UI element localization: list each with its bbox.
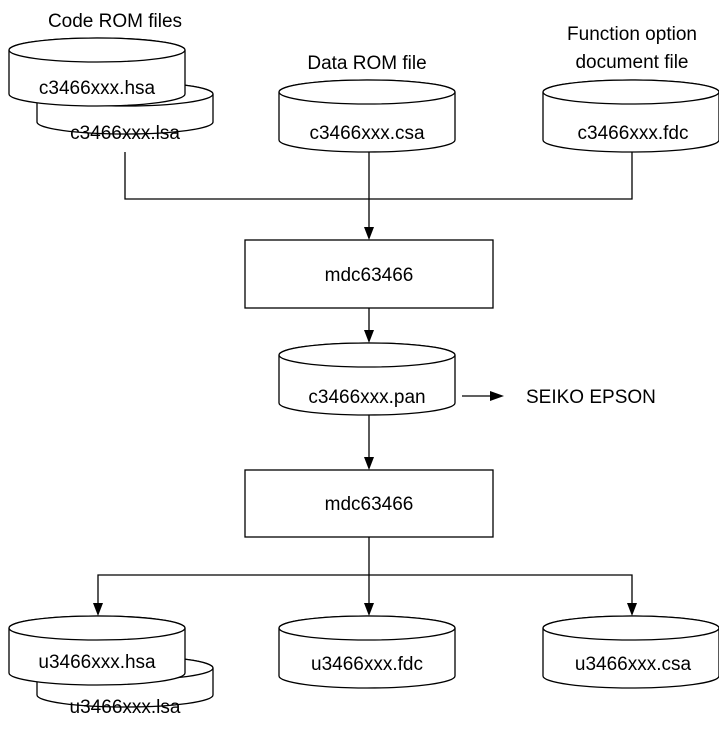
arrowhead-icon	[93, 603, 103, 616]
split-connector	[97, 574, 633, 605]
function-option-caption-line-2: document file	[575, 52, 688, 73]
disk-file-label: u3466xxx.fdc	[311, 654, 423, 675]
process-box-1: mdc63466	[244, 239, 494, 309]
disk-file-label: u3466xxx.csa	[575, 654, 692, 675]
code-rom-files-caption: Code ROM files	[48, 11, 182, 32]
disk-file-u-fdc: u3466xxx.fdc	[278, 615, 456, 689]
disk-file-label: u3466xxx.hsa	[38, 652, 156, 673]
data-rom-file-caption: Data ROM file	[307, 53, 426, 74]
disk-file-c-fdc: c3466xxx.fdc	[542, 79, 719, 153]
process-label: mdc63466	[325, 265, 414, 286]
disk-file-c-pan: c3466xxx.pan	[278, 342, 456, 416]
arrowhead-icon	[364, 457, 374, 470]
disk-file-u-hsa: u3466xxx.hsa	[8, 615, 186, 686]
arrowhead-icon	[364, 227, 374, 240]
disk-file-label: c3466xxx.pan	[308, 387, 425, 408]
arrowhead-icon	[364, 603, 374, 616]
arrowhead-icon	[627, 603, 637, 616]
process-label: mdc63466	[325, 494, 414, 515]
disk-file-label: c3466xxx.csa	[309, 123, 425, 144]
arrowhead-icon	[490, 391, 504, 401]
arrowhead-icon	[364, 330, 374, 343]
disk-file-label: c3466xxx.hsa	[39, 78, 156, 99]
process-box-2: mdc63466	[244, 469, 494, 538]
disk-file-c-hsa: c3466xxx.hsa	[8, 37, 186, 107]
disk-file-label: u3466xxx.lsa	[70, 697, 181, 718]
merge-connector	[124, 152, 633, 200]
disk-file-u-csa: u3466xxx.csa	[542, 615, 719, 689]
disk-file-c-csa: c3466xxx.csa	[278, 79, 456, 153]
destination-label: SEIKO EPSON	[526, 387, 656, 408]
disk-file-label: c3466xxx.fdc	[578, 123, 689, 144]
disk-file-label: c3466xxx.lsa	[70, 123, 180, 144]
function-option-caption-line-1: Function option	[567, 24, 697, 45]
